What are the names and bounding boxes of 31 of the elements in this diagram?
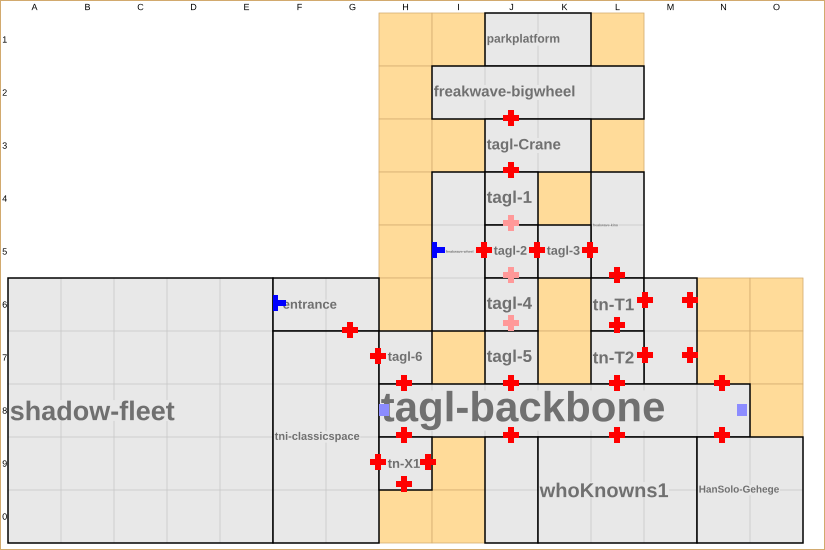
room-box: tn-T1: [590, 277, 645, 332]
grid-label: D: [191, 4, 196, 10]
grid-label: L: [616, 4, 620, 10]
room-box: [643, 277, 698, 385]
grid-label: A: [32, 4, 38, 10]
grid-label: 5: [2, 248, 7, 255]
room-box: HanSolo-Gehege: [696, 436, 804, 544]
grid-label: O: [773, 4, 780, 10]
grid-label: 3: [2, 142, 7, 149]
grid-label: 2: [2, 89, 7, 96]
room-box: tagl-4: [484, 277, 539, 332]
room-box: tagl-Crane: [484, 118, 592, 173]
room-box: entrance: [272, 277, 380, 332]
grid-label: G: [349, 4, 356, 10]
grid-label: H: [403, 4, 408, 10]
room-box: tagl-1: [484, 171, 539, 226]
room-box: tagl-3: [537, 224, 592, 279]
grid-label: B: [85, 4, 90, 10]
room-box: [484, 436, 539, 544]
grid-label: E: [244, 4, 250, 10]
room-box: tn-T2: [590, 330, 645, 385]
grid-label: N: [721, 4, 726, 10]
grid-label: M: [668, 4, 674, 10]
room-box: tagl-6: [378, 330, 433, 385]
room-box: tagl-5: [484, 330, 539, 385]
grid-label: 4: [2, 195, 7, 202]
grid-label: F: [298, 4, 302, 10]
grid-label: I: [458, 4, 459, 10]
room-box: parkplatform: [484, 12, 592, 67]
grid-label: 1: [2, 36, 7, 43]
grid-label: C: [138, 4, 144, 10]
